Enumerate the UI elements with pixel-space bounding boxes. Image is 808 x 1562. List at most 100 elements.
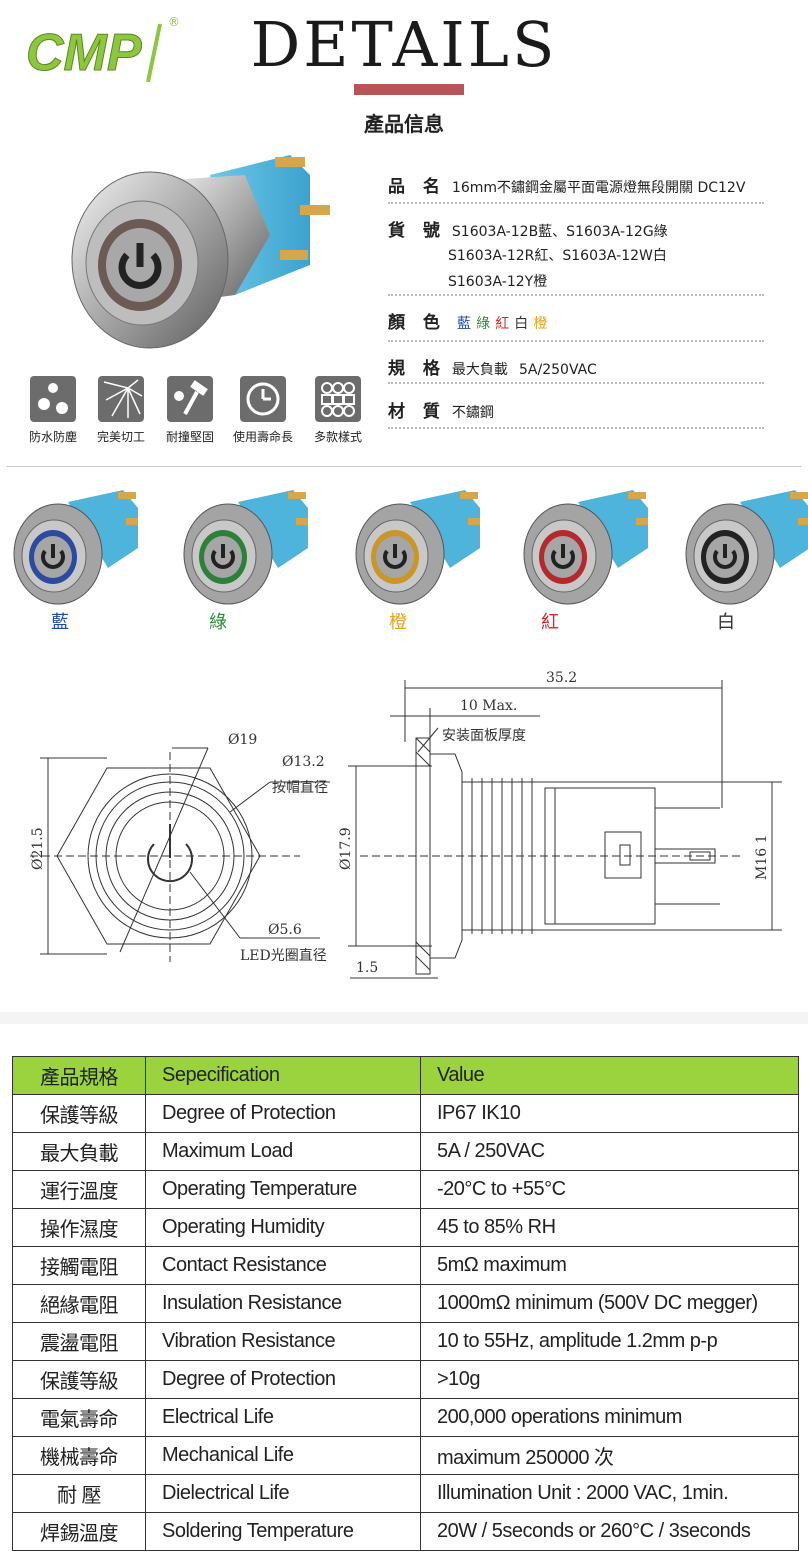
feature-label: 多款樣式 [313,430,362,444]
table-cell: 絕緣電阻 [12,1284,146,1323]
variant-label-green: 綠 [209,612,227,633]
table-cell: 震盪電阻 [12,1322,146,1361]
variant-switch-image [13,490,138,605]
table-cell: 1000mΩ minimum (500V DC megger) [420,1284,799,1323]
clock-icon [240,376,286,422]
model-line-2: S1603A-12R紅、S1603A-12W白 [448,248,667,264]
sparkle-cut-icon [98,376,144,422]
label-led-diameter: LED光圈直径 [240,947,327,964]
dim-d17-9: Ø17.9 [338,827,354,870]
table-cell: 5A / 250VAC [420,1132,799,1171]
table-cell: 耐 壓 [12,1474,146,1513]
table-cell: maximum 250000 次 [420,1436,799,1475]
feature-styles: 多款樣式 [303,376,373,445]
feature-label: 耐撞堅固 [165,430,214,444]
table-cell: 20W / 5seconds or 260°C / 3seconds [420,1512,799,1551]
section-subtitle: 產品信息 [364,112,444,136]
feature-cut: 完美切工 [86,376,156,445]
info-key: 材 質 [388,402,446,422]
table-cell: -20°C to +55°C [420,1170,799,1209]
variant-label-blue: 藍 [51,612,69,633]
variant-switch-image [355,490,480,605]
info-key: 規 格 [388,359,446,379]
table-cell: Operating Humidity [145,1208,421,1247]
table-cell: 焊錫溫度 [12,1512,146,1551]
feature-longlife: 使用壽命長 [228,376,298,445]
label-panel-thickness: 安装面板厚度 [442,728,526,744]
model-line-1: S1603A-12B藍、S1603A-12G綠 [451,224,668,240]
color-green: 綠 [476,316,491,332]
dim-d5-6: Ø5.6 [268,922,302,938]
info-color-row: 顏 色 藍 綠 紅 白 橙 [388,308,764,342]
model-line-3: S1603A-12Y橙 [448,274,548,290]
table-cell: >10g [420,1360,799,1399]
variant-label-white: 白 [717,612,735,633]
info-key: 品 名 [388,177,446,197]
styles-grid-icon [315,376,361,422]
color-white: 白 [514,316,529,332]
section-divider [6,466,802,467]
dim-35-2: 35.2 [546,670,577,686]
table-cell: Contact Resistance [145,1246,421,1285]
table-cell: Vibration Resistance [145,1322,421,1361]
product-image [71,155,330,349]
table-cell: 10 to 55Hz, amplitude 1.2mm p-p [420,1322,799,1361]
variant-label-orange: 橙 [389,612,407,633]
color-blue: 藍 [457,316,472,332]
table-cell: Maximum Load [145,1132,421,1171]
registered-mark: ® [168,15,180,29]
table-cell: 保護等級 [12,1360,146,1399]
table-cell: Operating Temperature [145,1170,421,1209]
table-cell: 操作濕度 [12,1208,146,1247]
variant-switch-image [523,490,648,605]
table-cell: 保護等級 [12,1094,146,1133]
info-spec-row: 規 格最大負載 5A/250VAC [388,354,764,386]
page-title: DETAILS [250,8,558,81]
table-cell: 200,000 operations minimum [420,1398,799,1437]
table-cell: IP67 IK10 [420,1094,799,1133]
water-drops-icon [30,376,76,422]
dim-d19: Ø19 [228,732,257,748]
info-model-row: 貨 號 S1603A-12B藍、S1603A-12G綠 S1603A-12R紅、S… [388,216,764,296]
table-cell: Degree of Protection [145,1360,421,1399]
table-cell: Dielectrical Life [145,1474,421,1513]
variant-switch-image [685,490,808,605]
spec-label: 最大負載 [451,362,508,378]
table-cell: Illumination Unit : 2000 VAC, 1min. [420,1474,799,1513]
table-cell: 最大負載 [12,1132,146,1171]
info-key: 貨 號 [388,221,446,241]
table-cell: Electrical Life [145,1398,421,1437]
dim-d13-2: Ø13.2 [282,754,325,770]
section-band [0,1012,808,1024]
header-cell: 產品規格 [12,1056,146,1095]
label-cap-diameter: 按帽直径 [272,779,328,796]
variant-switch-image [183,490,308,605]
info-key: 顏 色 [388,313,446,333]
table-cell: 電氣壽命 [12,1398,146,1437]
dim-1-5: 1.5 [356,960,378,976]
table-cell: Soldering Temperature [145,1512,421,1551]
table-header-row: 產品規格 Sepecification Value [12,1056,799,1095]
material-value: 不鏽鋼 [451,405,494,421]
title-underline [354,84,464,95]
table-cell: Mechanical Life [145,1436,421,1475]
feature-waterproof: 防水防塵 [18,376,88,445]
header-cell: Sepecification [145,1056,421,1095]
header-cell: Value [420,1056,799,1095]
cmp-logo: CMP ® [26,15,181,83]
table-cell: Insulation Resistance [145,1284,421,1323]
dim-m16: M16 1 [754,834,770,880]
table-cell: 機械壽命 [12,1436,146,1475]
